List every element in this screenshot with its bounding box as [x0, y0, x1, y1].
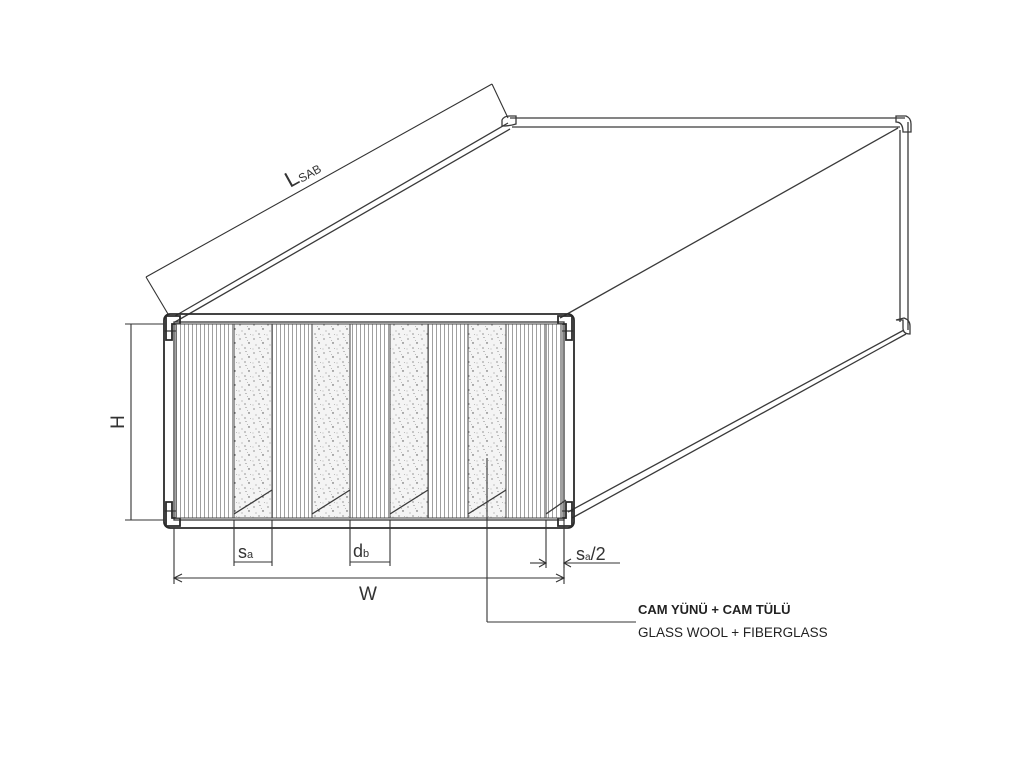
- spacing-sub: a: [247, 549, 254, 561]
- thickness-sub: b: [363, 548, 369, 560]
- end-channel: [545, 323, 563, 519]
- edge-spacing-label: s: [576, 544, 585, 564]
- height-dimension: H: [108, 323, 164, 521]
- material-note-en: GLASS WOOL + FIBERGLASS: [638, 625, 828, 640]
- spacing-label: s: [238, 542, 247, 562]
- air-channel: [505, 323, 547, 519]
- width-dimension: W: [172, 528, 566, 605]
- height-label: H: [108, 415, 129, 429]
- wool-panel: [233, 323, 273, 519]
- material-note-tr: CAM YÜNÜ + CAM TÜLÜ: [638, 602, 791, 617]
- length-sub: SAB: [296, 162, 324, 186]
- wool-panel: [311, 323, 351, 519]
- svg-text:LSAB: LSAB: [280, 153, 324, 192]
- air-channel: [175, 323, 235, 519]
- svg-text:db: db: [353, 541, 369, 561]
- edge-spacing-sub: a: [585, 552, 591, 563]
- thickness-dimension: db: [349, 520, 391, 566]
- svg-text:sa/2: sa/2: [576, 544, 606, 564]
- svg-text:sa: sa: [238, 542, 254, 562]
- edge-spacing-suffix: /2: [591, 544, 606, 564]
- material-leader: [486, 458, 636, 623]
- width-label: W: [359, 584, 377, 605]
- air-channel: [349, 323, 391, 519]
- edge-spacing-dimension: sa/2: [530, 520, 620, 568]
- wool-panel: [389, 323, 429, 519]
- length-dimension: LSAB: [145, 83, 509, 315]
- air-channel: [271, 323, 313, 519]
- spacing-dimension: sa: [233, 520, 273, 566]
- thickness-label: d: [353, 541, 363, 561]
- baffle-group: [175, 323, 567, 519]
- casing: [174, 115, 912, 519]
- air-channel: [427, 323, 469, 519]
